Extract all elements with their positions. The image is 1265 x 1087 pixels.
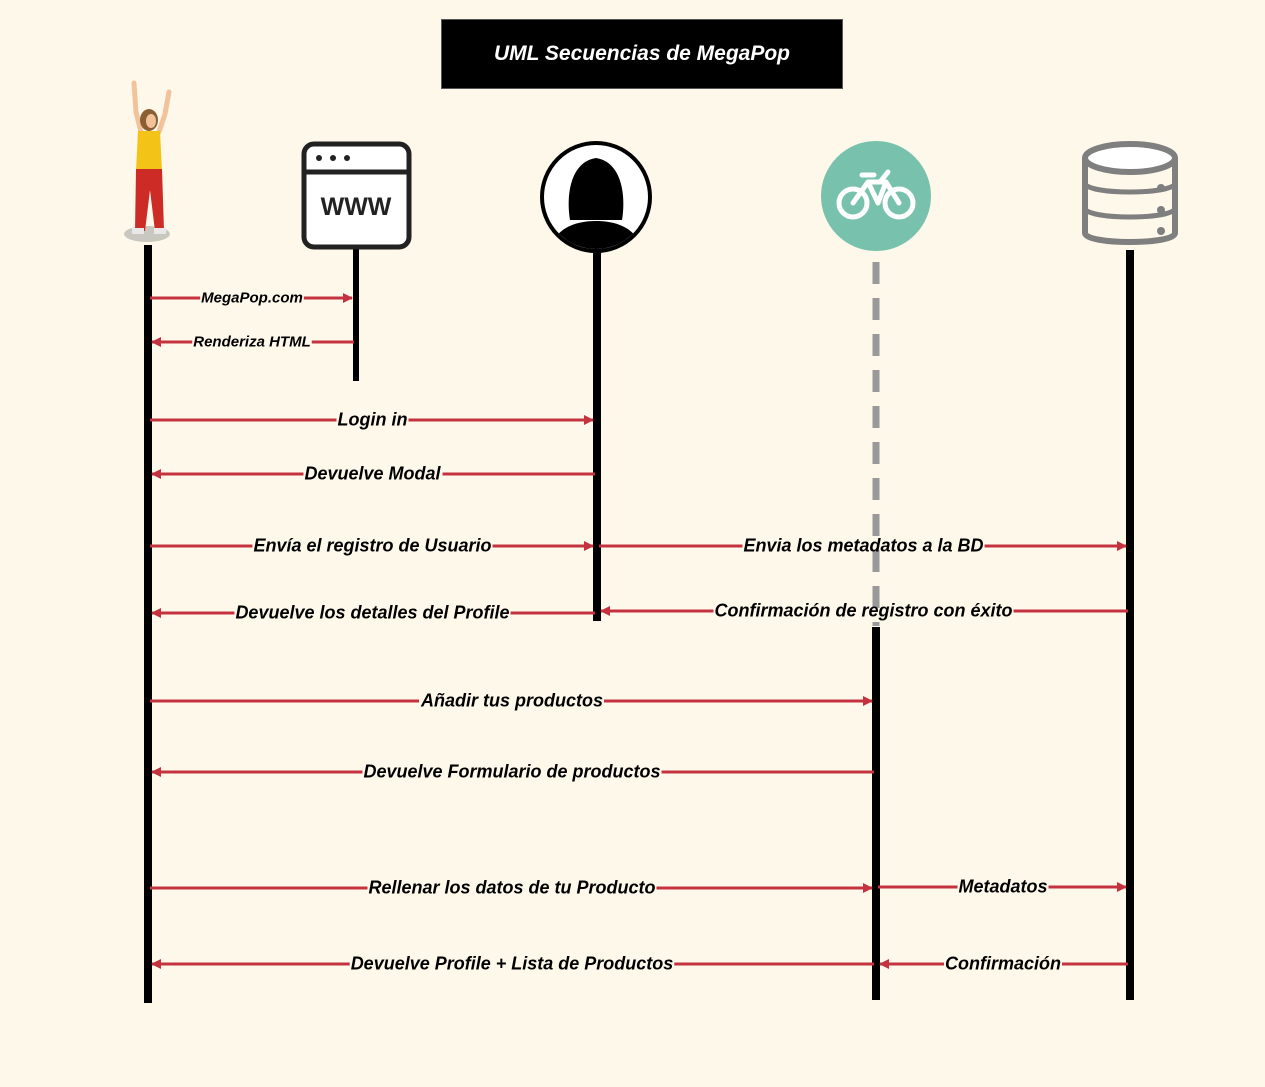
- message-label: Login in: [338, 409, 408, 429]
- message-10: Rellenar los datos de tu Producto: [150, 877, 873, 897]
- message-label: Confirmación: [945, 953, 1061, 973]
- message-9: Devuelve Formulario de productos: [151, 761, 874, 781]
- message-label: Rellenar los datos de tu Producto: [368, 877, 655, 897]
- message-label-background: [362, 769, 662, 775]
- message-12: Devuelve Profile + Lista de Productos: [151, 953, 874, 973]
- message-label: Devuelve los detalles del Profile: [235, 602, 509, 622]
- message-label: MegaPop.com: [201, 290, 303, 307]
- message-label-background: [200, 295, 304, 301]
- diagram-title: UML Secuencias de MegaPop: [441, 19, 843, 89]
- message-label: Devuelve Modal: [304, 463, 441, 483]
- message-label-background: [742, 543, 985, 549]
- message-label: Metadatos: [958, 876, 1047, 896]
- message-label: Envia los metadatos a la BD: [743, 535, 983, 555]
- database-icon: [1082, 141, 1178, 245]
- user-silhouette-icon: [540, 141, 652, 253]
- message-label-background: [303, 471, 443, 477]
- message-label: Devuelve Formulario de productos: [363, 761, 660, 781]
- browser-window-icon: WWW: [301, 141, 412, 250]
- message-label: Devuelve Profile + Lista de Productos: [351, 953, 674, 973]
- message-label: Renderiza HTML: [193, 334, 311, 351]
- message-1: Renderiza HTML: [151, 334, 354, 351]
- message-3: Devuelve Modal: [151, 463, 595, 483]
- message-label-background: [957, 884, 1049, 890]
- message-label-background: [234, 610, 511, 616]
- message-label-background: [367, 885, 657, 891]
- message-11: Metadatos: [878, 876, 1127, 896]
- message-5: Envia los metadatos a la BD: [599, 535, 1127, 555]
- message-label-background: [713, 608, 1014, 614]
- message-0: MegaPop.com: [150, 290, 353, 307]
- message-label-background: [418, 698, 605, 704]
- message-8: Añadir tus productos: [150, 690, 873, 710]
- bicycle-icon: [821, 141, 931, 251]
- lifelines: [144, 245, 1134, 1003]
- message-label: Añadir tus productos: [420, 690, 603, 710]
- message-label-background: [192, 339, 312, 345]
- message-label-background: [336, 417, 409, 423]
- message-label: Confirmación de registro con éxito: [714, 600, 1012, 620]
- message-7: Confirmación de registro con éxito: [600, 600, 1128, 620]
- message-13: Confirmación: [879, 953, 1128, 973]
- diagram-title-text: UML Secuencias de MegaPop: [493, 42, 791, 65]
- message-4: Envía el registro de Usuario: [150, 535, 594, 555]
- message-label-background: [252, 543, 493, 549]
- message-6: Devuelve los detalles del Profile: [151, 602, 595, 622]
- browser-www-text: WWW: [321, 193, 392, 221]
- message-label-background: [943, 961, 1063, 967]
- person-arms-raised-icon: [124, 80, 172, 242]
- message-label-background: [349, 961, 675, 967]
- message-2: Login in: [150, 409, 594, 429]
- message-label: Envía el registro de Usuario: [253, 535, 491, 555]
